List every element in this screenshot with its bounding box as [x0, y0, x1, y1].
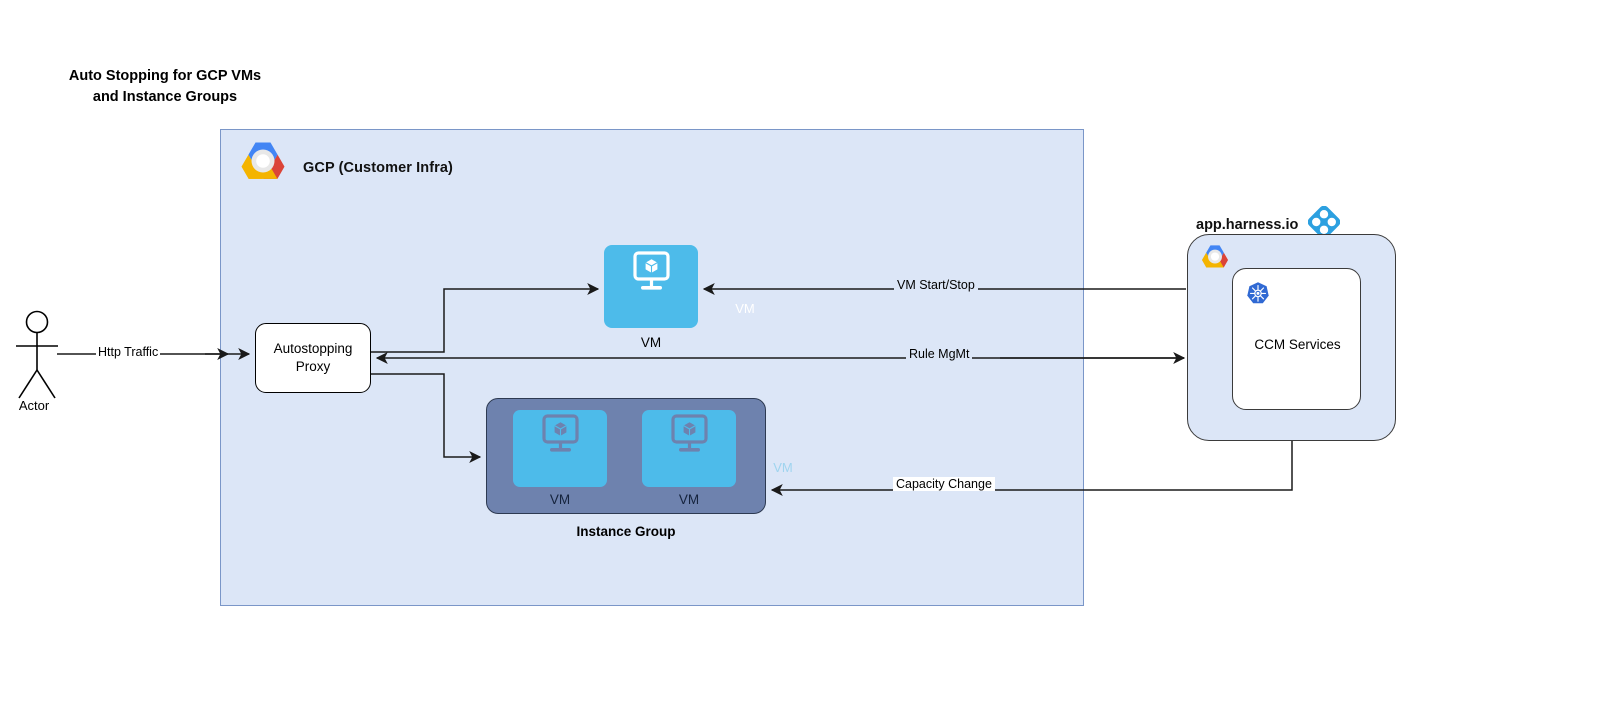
- actor-stick-figure: [8, 310, 68, 410]
- vm-monitor-cube-icon: [642, 414, 736, 472]
- edge-label-http-traffic: Http Traffic: [96, 345, 161, 359]
- harness-title-group: app.harness.io: [1196, 205, 1341, 243]
- instance-group-vm-2[interactable]: VM: [642, 410, 793, 487]
- harness-diamond-logo-icon: [1308, 205, 1341, 243]
- gcp-logo-icon: [235, 139, 291, 196]
- instance-group-vm-1[interactable]: VM: [513, 410, 664, 487]
- instance-group-vm-1-caption: VM: [549, 492, 571, 507]
- edge-proxy-to-instance-group: [371, 373, 482, 463]
- vm-monitor-cube-icon: [604, 251, 698, 311]
- edge-label-vm-start-stop: VM Start/Stop: [894, 278, 978, 292]
- autostopping-proxy-node[interactable]: Autostopping Proxy: [255, 323, 371, 393]
- page-title: Auto Stopping for GCP VMs and Instance G…: [68, 68, 262, 106]
- instance-group-node[interactable]: VM VM VM VM: [486, 398, 793, 514]
- instance-group-vm-2-caption: VM: [678, 492, 700, 507]
- edge-label-rule-mgmt: Rule MgMt: [906, 347, 973, 361]
- gcp-container-header: GCP (Customer Infra): [235, 139, 453, 196]
- edge-label-capacity-change: Capacity Change: [893, 477, 995, 491]
- edge-proxy-to-vm: [371, 283, 600, 353]
- ccm-services-label: CCM Services: [1254, 337, 1341, 352]
- instance-group-caption: Instance Group: [576, 524, 676, 539]
- harness-title-label: app.harness.io: [1196, 216, 1299, 233]
- actor-label: Actor: [18, 398, 50, 413]
- vm-monitor-cube-icon: [513, 414, 607, 472]
- edge-capacity-change: [770, 441, 1293, 496]
- ccm-services-box[interactable]: CCM Services: [1232, 268, 1361, 410]
- vm-standalone-icon-label: VM: [735, 301, 755, 316]
- vm-standalone-caption: VM: [640, 335, 662, 350]
- gcp-logo-icon: [1198, 243, 1232, 280]
- vm-standalone-node[interactable]: VM: [604, 245, 755, 328]
- gcp-container-label: GCP (Customer Infra): [303, 159, 453, 176]
- harness-panel: CCM Services: [1187, 234, 1396, 441]
- kubernetes-helm-icon: [1245, 281, 1271, 312]
- instance-group-vm-2-icon-label: VM: [773, 460, 793, 475]
